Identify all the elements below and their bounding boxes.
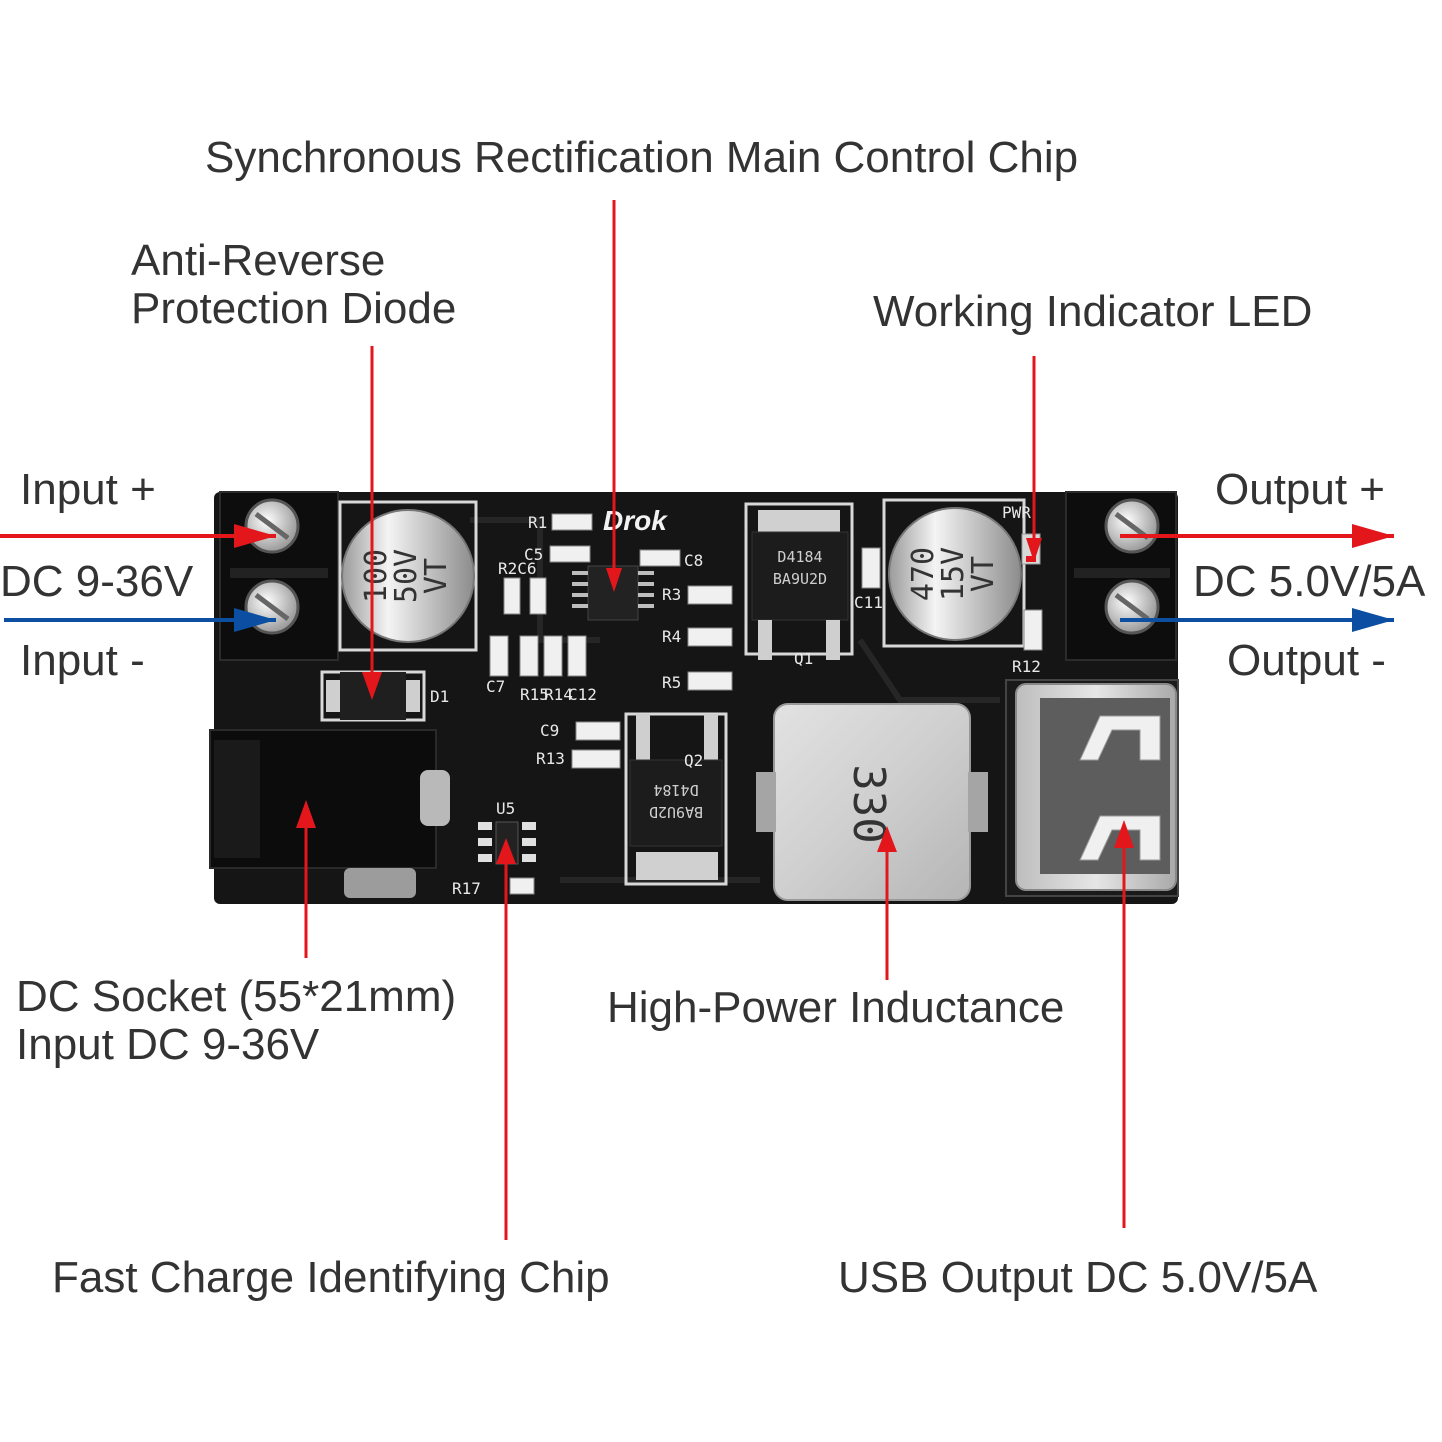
ref-q2: Q2 <box>684 751 703 770</box>
output-plus-label: Output + <box>1215 465 1386 514</box>
cap-out-voltage: 15V <box>936 547 971 601</box>
led-label: Working Indicator LED <box>873 287 1313 336</box>
ref-r1: R1 <box>528 513 547 532</box>
ref-c12: C12 <box>568 685 597 704</box>
cap-out-value: 470 <box>906 547 941 601</box>
ref-r5: R5 <box>662 673 681 692</box>
inductance-label: High-Power Inductance <box>607 983 1065 1032</box>
diode-label-line2: Protection Diode <box>131 284 457 333</box>
ref-r13: R13 <box>536 749 565 768</box>
socket-label-line2: Input DC 9-36V <box>16 1020 320 1069</box>
input-plus-label: Input + <box>20 465 156 514</box>
usb-output-label: USB Output DC 5.0V/5A <box>838 1253 1318 1302</box>
ref-c11: C11 <box>854 593 883 612</box>
output-terminal-block <box>1065 491 1177 661</box>
silkscreen-labels: R1 C5 R2C6 C8 R3 R4 R5 C7 R15 R14 C12 C9… <box>430 503 1041 898</box>
smd-components <box>489 513 1043 895</box>
ref-pwr: PWR <box>1002 503 1031 522</box>
mosfet-q2-code: BA9U2D <box>649 803 703 821</box>
ref-d1: D1 <box>430 687 449 706</box>
ref-r15: R15 <box>520 685 549 704</box>
socket-label: DC Socket (55*21mm) Input DC 9-36V <box>16 973 456 1069</box>
cap-in-series: VT <box>419 558 454 594</box>
socket-label-line1: DC Socket (55*21mm) <box>16 972 457 1021</box>
usb-port <box>1005 679 1179 897</box>
input-terminal-block <box>219 491 339 661</box>
ref-r12: R12 <box>1012 657 1041 676</box>
ref-r17: R17 <box>452 879 481 898</box>
cap-in-voltage: 50V <box>389 549 424 603</box>
mosfet-q1: D4184 BA9U2D <box>744 502 854 660</box>
fast-charge-label: Fast Charge Identifying Chip <box>52 1253 610 1302</box>
ref-q1: Q1 <box>794 649 813 668</box>
callout-arrowheads <box>296 538 1134 864</box>
input-minus-label: Input - <box>20 636 145 685</box>
ref-c7: C7 <box>486 677 505 696</box>
ref-u5: U5 <box>496 799 515 818</box>
ref-c8: C8 <box>684 551 703 570</box>
output-capacitor: 470 15V VT <box>882 498 1026 648</box>
sync-chip-label: Synchronous Rectification Main Control C… <box>205 133 1079 182</box>
cap-out-series: VT <box>966 556 1001 592</box>
ref-r3: R3 <box>662 585 681 604</box>
mosfet-q2: BA9U2D D4184 <box>624 712 728 886</box>
diode-label-line1: Anti-Reverse <box>131 236 386 285</box>
cap-in-value: 100 <box>359 549 394 603</box>
mosfet-q2-part: D4184 <box>653 781 698 799</box>
ref-r14: R14 <box>544 685 573 704</box>
inductor: 330 <box>756 703 988 901</box>
output-voltage-label: DC 5.0V/5A <box>1193 557 1426 606</box>
callout-lines <box>304 200 1126 1240</box>
ref-c9: C9 <box>540 721 559 740</box>
output-minus-label: Output - <box>1227 636 1386 685</box>
mosfet-q1-part: D4184 <box>777 548 822 566</box>
dc-socket <box>209 729 450 898</box>
ref-r2c6: R2C6 <box>498 559 537 578</box>
diode-label: Anti-Reverse Protection Diode <box>131 237 456 333</box>
ref-r4: R4 <box>662 627 681 646</box>
input-voltage-label: DC 9-36V <box>0 557 194 606</box>
mosfet-q1-code: BA9U2D <box>773 570 827 588</box>
input-capacitor: 100 50V VT <box>338 500 478 652</box>
ref-c5: C5 <box>524 545 543 564</box>
